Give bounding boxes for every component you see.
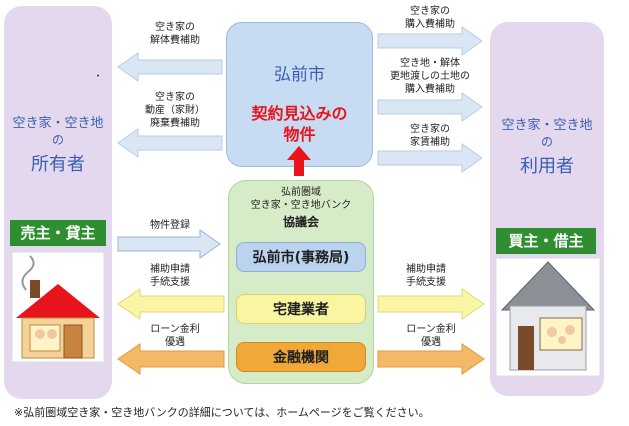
label-support-right-2: 手続支援: [406, 277, 446, 288]
city-note-line1: 契約見込みの: [251, 104, 348, 123]
council-line1: 弘前圏域: [281, 187, 321, 198]
label-register: 物件登録: [150, 220, 190, 231]
label-right-land-2: 更地渡しの土地の: [390, 71, 470, 82]
council-line3: 協議会: [282, 215, 319, 229]
arrow-right-rent: [377, 143, 483, 173]
label-loan-left-2: 優遇: [165, 337, 185, 348]
user-type-line1: 空き家・空き地: [501, 118, 593, 133]
label-loan-left-1: ローン金利: [150, 324, 200, 335]
arrow-right-purchase: [377, 26, 483, 56]
label-right-purchase-2: 購入費補助: [405, 19, 455, 30]
label-right-rent-1: 空き家の: [410, 124, 450, 135]
arrow-left-disposal: [117, 128, 223, 158]
label-left-disposal-3: 廃棄費補助: [150, 118, 200, 129]
label-right-purchase-1: 空き家の: [410, 6, 450, 17]
owner-type-line2: の: [51, 133, 64, 147]
footnote: ※弘前圏域空き家・空き地バンクの詳細については、ホームページをご覧ください。: [14, 406, 430, 419]
member-city-office: 弘前市(事務局): [236, 242, 366, 272]
member-real-estate: 宅建業者: [236, 294, 366, 324]
owner-dot: ・: [93, 72, 103, 82]
arrow-support-left: [117, 288, 225, 320]
user-house-icon: [495, 257, 601, 377]
label-left-demolition-1: 空き家の: [155, 22, 195, 33]
label-support-left-2: 手続支援: [150, 277, 190, 288]
city-box: [226, 22, 373, 167]
label-left-disposal-2: 動産（家財）: [145, 105, 205, 116]
owner-type-line1: 空き家・空き地: [12, 116, 104, 131]
member-financial: 金融機関: [236, 342, 366, 372]
label-right-land-3: 購入費補助: [405, 84, 455, 95]
owner-house-icon: [11, 251, 105, 363]
user-tag: 買主・借主: [496, 228, 596, 254]
user-title: 利用者: [520, 156, 574, 177]
arrow-loan-right: [377, 343, 485, 375]
label-right-land-1: 空き地・解体: [400, 58, 460, 69]
label-support-left-1: 補助申請: [150, 264, 190, 275]
label-left-demolition-2: 解体費補助: [150, 35, 200, 46]
label-support-right-1: 補助申請: [406, 264, 446, 275]
owner-tag: 売主・貸主: [10, 220, 106, 246]
red-up-arrow: [287, 146, 311, 176]
city-note-line2: 物件: [283, 125, 316, 144]
user-type-line2: の: [540, 135, 553, 149]
arrow-left-demolition: [117, 52, 223, 82]
arrow-register: [117, 229, 221, 259]
city-name: 弘前市: [274, 65, 325, 85]
arrow-loan-left: [117, 343, 225, 375]
council-line2: 空き家・空き地バンク: [250, 200, 352, 211]
arrow-support-right: [377, 288, 485, 320]
label-loan-right-1: ローン金利: [406, 324, 456, 335]
label-loan-right-2: 優遇: [421, 337, 441, 348]
label-right-rent-2: 家賃補助: [410, 137, 450, 148]
label-left-disposal-1: 空き家の: [155, 92, 195, 103]
owner-title: 所有者: [31, 154, 85, 175]
arrow-right-land: [377, 92, 483, 122]
